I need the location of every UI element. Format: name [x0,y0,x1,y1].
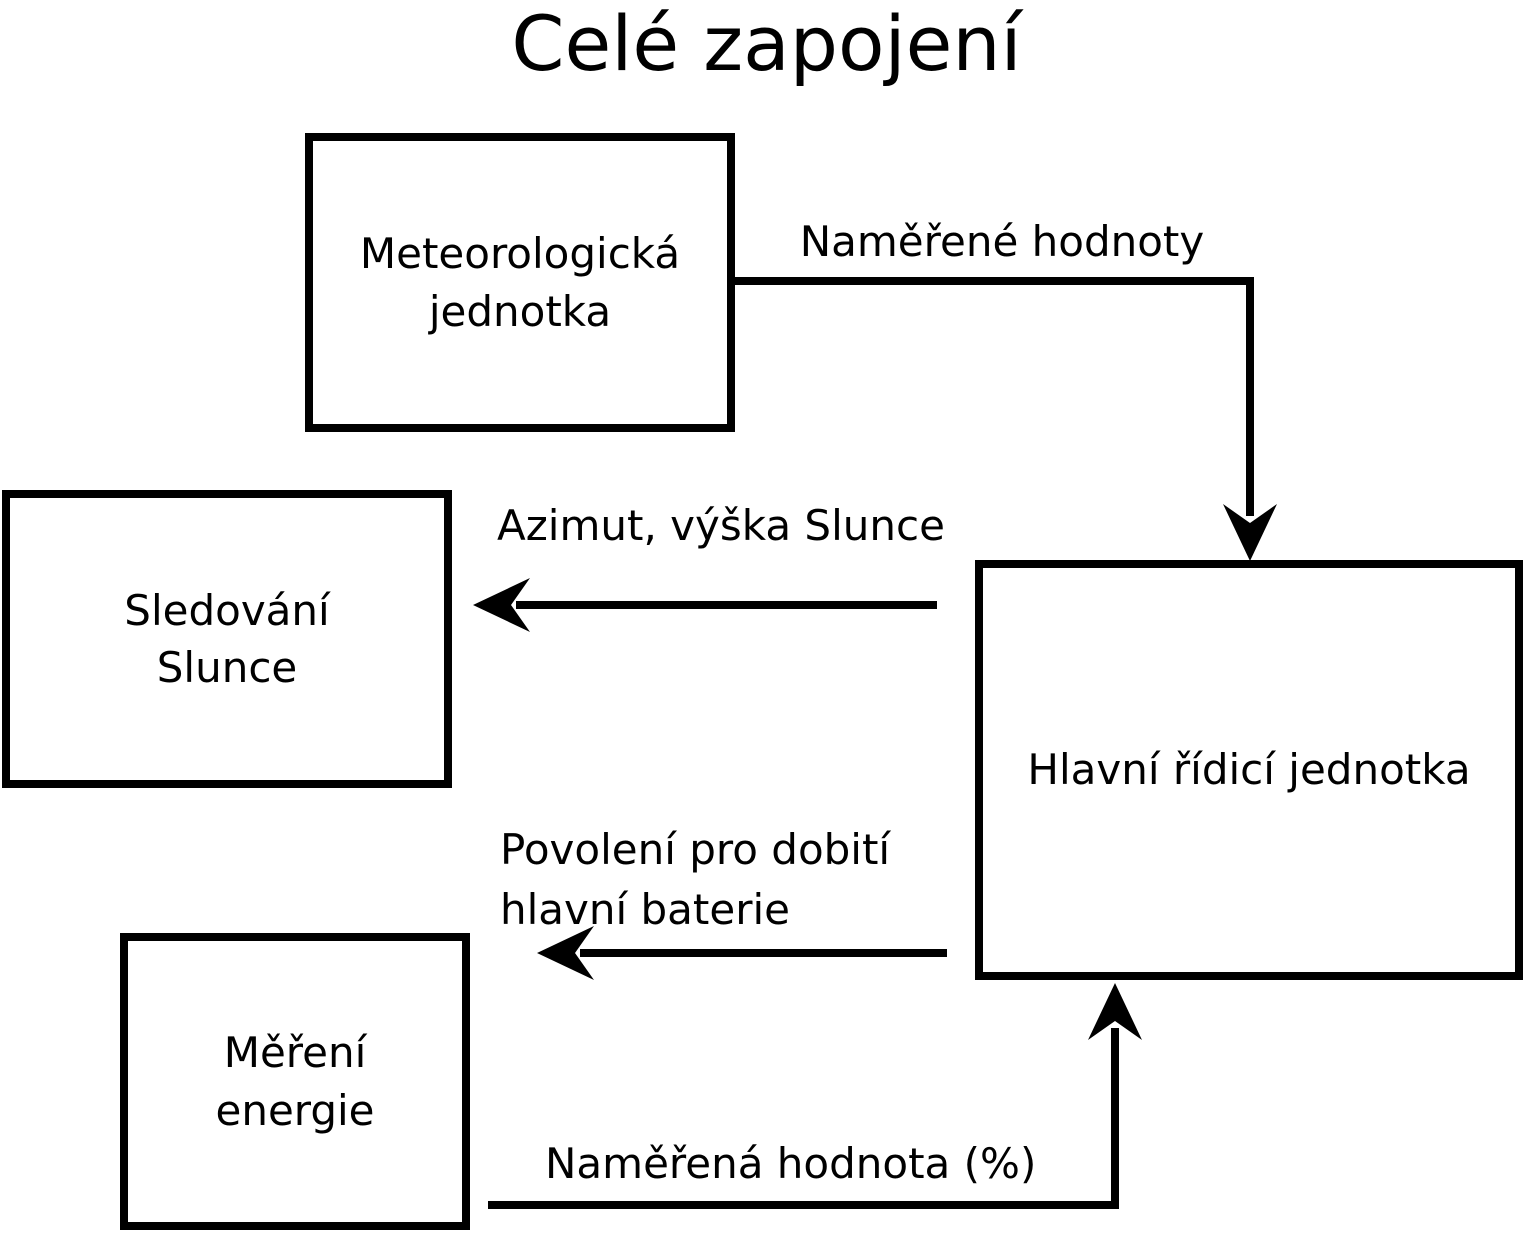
arrowhead-up-icon [1088,983,1142,1040]
node-meteorologicka-jednotka: Meteorologická jednotka [305,133,735,432]
edge-label-povoleni-pro-dobiti: Povolení pro dobití hlavní baterie [500,820,890,939]
node-mereni-energie: Měření energie [120,933,470,1230]
edge-label-line: hlavní baterie [500,884,791,934]
edge-label-namerena-hodnota: Naměřená hodnota (%) [545,1139,1037,1188]
edge-label-line: Povolení pro dobití [500,825,891,874]
node-sledovani-slunce: Sledování Slunce [2,490,452,788]
node-label: Meteorologická jednotka [359,229,681,336]
edge-label-namerene-hodnoty: Naměřené hodnoty [799,217,1205,266]
diagram-title: Celé zapojení [511,0,1022,88]
node-label: Měření energie [215,1028,375,1135]
arrowhead-down-icon [1223,504,1277,561]
node-hlavni-ridici-jednotka: Hlavní řídicí jednotka [975,560,1523,980]
edge-label-azimut-vyska-slunce: Azimut, výška Slunce [497,501,945,550]
node-label: Sledování Slunce [124,585,330,692]
node-label: Hlavní řídicí jednotka [1027,745,1471,795]
arrowhead-left-icon [473,578,530,632]
connector-meteo-to-main [733,277,1254,516]
